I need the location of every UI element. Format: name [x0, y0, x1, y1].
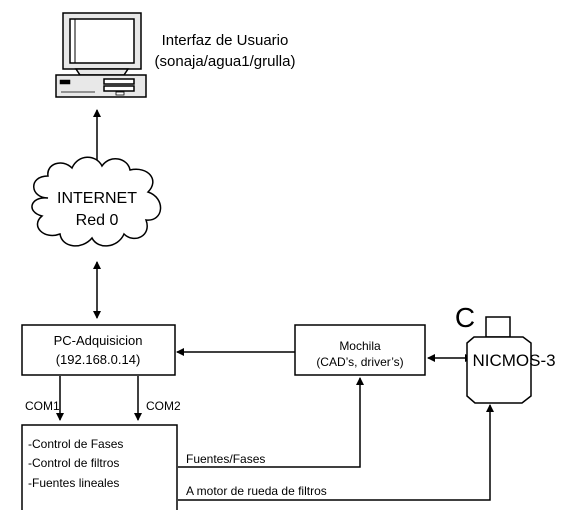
user-interface-title: Interfaz de Usuario	[162, 32, 289, 49]
link-motor	[178, 404, 494, 501]
internet-network-label: Red 0	[76, 212, 119, 229]
pc-adquisicion-ip: (192.168.0.14)	[56, 352, 141, 367]
motor-label: A motor de rueda de filtros	[186, 484, 327, 498]
nicmos-label: NICMOS-3	[472, 351, 555, 370]
control-item-fuentes: -Fuentes lineales	[28, 476, 119, 490]
control-box	[21, 424, 178, 515]
nicmos-top-letter: C	[455, 302, 475, 333]
com1-label: COM1	[25, 399, 60, 413]
fuentes-fases-label: Fuentes/Fases	[186, 452, 265, 466]
com2-label: COM2	[146, 399, 181, 413]
internet-cloud	[31, 156, 162, 247]
mochila-name: Mochila	[339, 339, 381, 353]
link-fuentes-fases	[178, 377, 364, 468]
internet-label: INTERNET	[57, 190, 137, 207]
nicmos-camera	[466, 316, 532, 404]
computer-icon	[55, 12, 147, 98]
control-item-filtros: -Control de filtros	[28, 456, 119, 470]
mochila-box	[294, 324, 426, 376]
user-interface-hosts: (sonaja/agua1/grulla)	[155, 53, 296, 70]
mochila-detail: (CAD’s, driver’s)	[316, 355, 403, 369]
pc-adquisicion-name: PC-Adquisicion	[54, 333, 143, 348]
pc-adquisicion-box	[21, 324, 176, 376]
control-item-fases: -Control de Fases	[28, 437, 123, 451]
